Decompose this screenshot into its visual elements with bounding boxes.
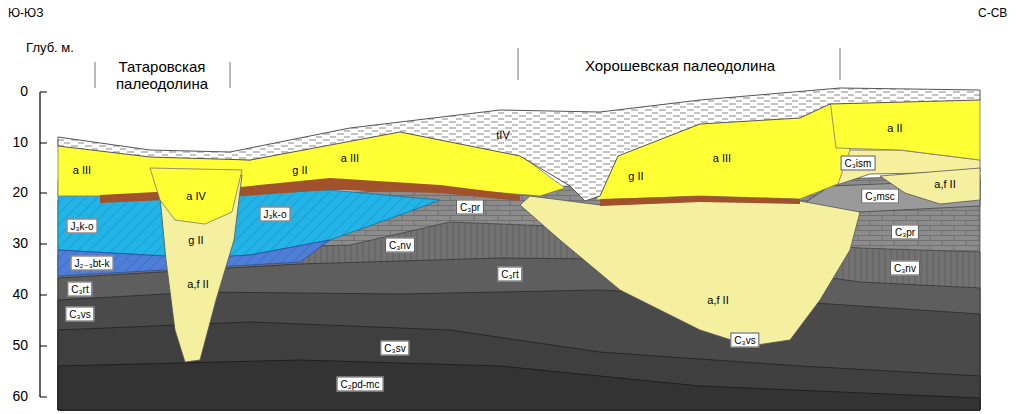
paleovalley-name: Хорошевская палеодолина: [550, 58, 810, 75]
layer-index: J₂₋₃bt-k: [71, 256, 114, 271]
layer-index: g II: [292, 164, 307, 176]
layer-index: a,f II: [934, 178, 955, 190]
layer-index: a III: [713, 152, 731, 164]
layer-index: a,f II: [187, 278, 208, 290]
layer-a2: [830, 98, 980, 160]
depth-value: 40: [12, 287, 28, 302]
direction-label: Ю-ЮЗ: [8, 7, 44, 20]
depth-value: 20: [12, 185, 28, 200]
valley-a4: [150, 168, 242, 224]
direction-label: С-СВ: [978, 7, 1007, 20]
layer-index: a III: [341, 152, 359, 164]
layer-index: a IV: [186, 190, 206, 202]
layer-index: C₃rt: [497, 267, 522, 282]
depth-axis: [40, 92, 47, 397]
layer-index: C₃vs: [65, 307, 94, 322]
layer-index: C₃rt: [67, 282, 92, 297]
layer-index: J₃k-o: [67, 219, 98, 234]
layer-af2-right: [520, 196, 860, 346]
layer-index: C₃ism: [841, 156, 876, 171]
valley-bracket: [518, 48, 840, 80]
layer-index: a II: [887, 122, 902, 134]
layer-index: C₃pr: [891, 225, 919, 240]
layer-index: J₃k-o: [260, 207, 291, 222]
layer-t4: [58, 88, 980, 201]
depth-value: 60: [12, 389, 28, 404]
layer-index: C₃nv: [385, 238, 415, 253]
layer-index: C₃nv: [890, 261, 920, 276]
layer-index: a,f II: [707, 294, 728, 306]
layer-g2-right: [600, 196, 800, 206]
layer-index: C₃sv: [380, 341, 409, 356]
layer-index: C₃pr: [456, 200, 484, 215]
layer-index: tIV: [496, 129, 509, 141]
axis-title: Глуб. м.: [26, 41, 74, 55]
layer-index: C₂pd-mc: [337, 377, 384, 392]
depth-value: 30: [12, 236, 28, 251]
depth-axis: [40, 92, 47, 397]
depth-value: 0: [20, 84, 28, 99]
layer-pdmc: [58, 360, 980, 410]
paleovalley-name: Татаровская палеодолина: [102, 59, 222, 92]
layer-index: g II: [628, 170, 643, 182]
layer-index: a III: [73, 164, 91, 176]
layer-index: g II: [188, 234, 203, 246]
depth-value: 10: [12, 135, 28, 150]
depth-value: 50: [12, 338, 28, 353]
layer-index: C₃msc: [861, 189, 899, 204]
layer-index: C₃vs: [730, 333, 759, 348]
